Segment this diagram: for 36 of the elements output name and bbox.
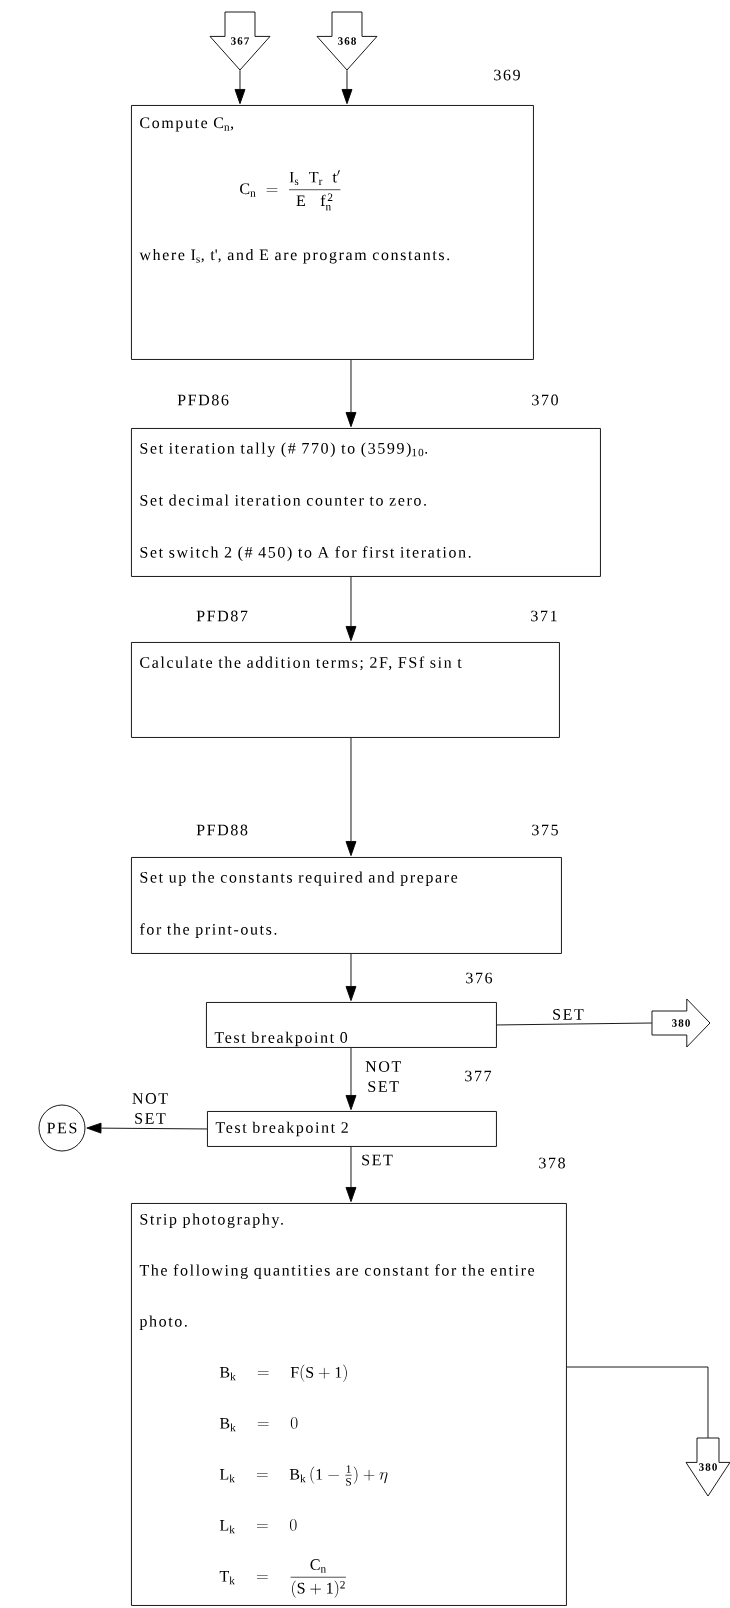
flow-arrow	[345, 1047, 357, 1111]
edge-label: SET	[551, 1008, 585, 1021]
step-number: 377	[465, 1070, 492, 1082]
flow-arrow	[86, 1122, 208, 1134]
reference-label: PFD86	[177, 394, 229, 406]
step-number: 369	[494, 69, 520, 81]
reference-label: PFD87	[196, 610, 248, 622]
flow-arrow	[345, 953, 357, 1002]
step-number: 371	[531, 610, 557, 622]
flow-arrow	[345, 737, 357, 857]
offpage-connector: 368	[316, 11, 378, 71]
step-number: 378	[539, 1157, 565, 1169]
process-box: Strip photography. The following quantities are constant for the entire photo. $\mathrm{B_k} \quad = \quad \mathrm{F(S+1)}$ $\mathrm{B_k} \quad = \quad 0$ $\mathrm{L_k} \quad = \quad \mathrm{B_k\,(1-\tfrac{1}{S})} + \eta$ $\mathrm{L_k} \quad = \quad 0$ $\mathrm{T_k} \quad = \quad \frac{\mathrm{C_n}}{\mathrm{(S+1)^2}}$	[131, 1203, 567, 1606]
process-box: Set up the constants required and prepare for the print-outs.	[131, 857, 562, 954]
process-box: Compute C$_{n}$, $\mathrm{C_n} \;=\; \frac{\mathrm{I_s\;\;T_r\;\;t'}}{\mathrm{E\;\;\;f_n^{\,2}}}$ where I$_{s}$, t', and E are program constants.	[131, 105, 534, 360]
flow-line	[566, 1366, 709, 1439]
flow-arrow	[345, 359, 357, 428]
step-number: 375	[532, 824, 558, 836]
offpage-connector: 380	[685, 1437, 730, 1497]
edge-label: NOT SET	[129, 1092, 171, 1125]
reference-label: PFD88	[196, 824, 248, 836]
offpage-connector: 380	[651, 998, 711, 1048]
process-box: Test breakpoint 2	[207, 1111, 497, 1147]
process-box: Test breakpoint 0	[206, 1002, 497, 1048]
flow-arrow	[341, 69, 353, 105]
process-box: Set iteration tally (# 770) to (3599)$_{10}$. Set decimal iteration counter to zero. Set switch 2 (# 450) to A for first iteration.	[131, 428, 601, 577]
step-number: 376	[466, 972, 493, 984]
flow-arrow	[234, 69, 246, 105]
flow-arrow	[345, 1146, 357, 1203]
offpage-connector: 367	[209, 11, 271, 71]
process-box: Calculate the addition terms; 2F, FSf sin t	[131, 642, 560, 738]
edge-label: SET	[360, 1153, 394, 1167]
step-number: 370	[532, 394, 558, 406]
edge-label: NOT SET	[362, 1060, 405, 1093]
flow-line	[496, 1022, 653, 1026]
flow-arrow	[345, 576, 357, 642]
